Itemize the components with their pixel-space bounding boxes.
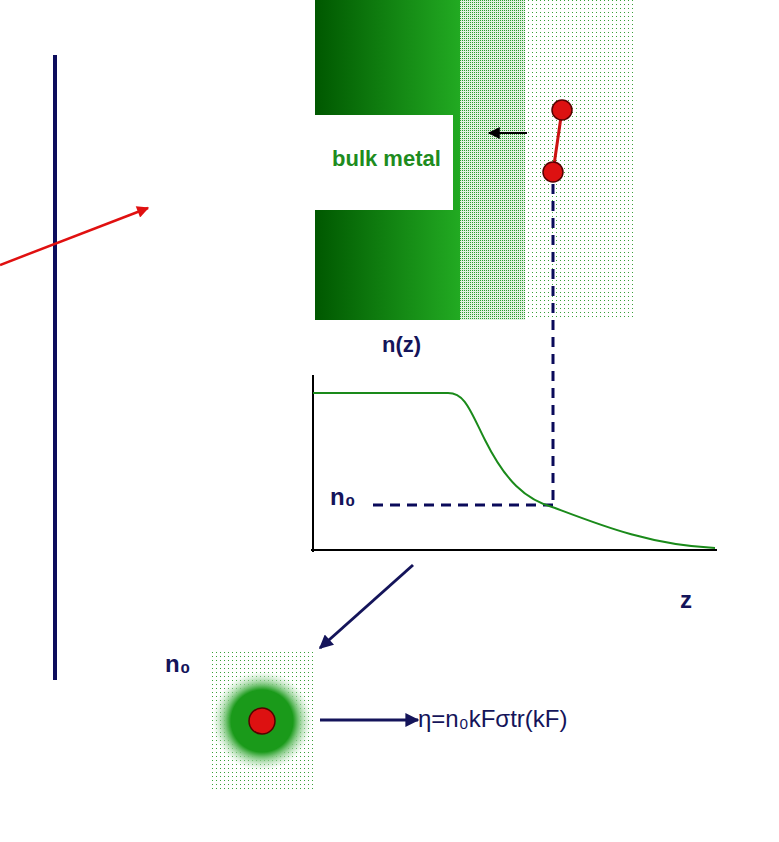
molecule-atom xyxy=(543,162,563,182)
axis-label: z xyxy=(680,586,692,614)
surface-line xyxy=(53,55,57,680)
formula-box: η=n₀kFσtr(kF) xyxy=(418,705,574,735)
guide-line xyxy=(552,184,555,505)
flow-arrow xyxy=(320,565,413,648)
metal-block xyxy=(315,0,460,320)
screening-cloud xyxy=(212,671,312,771)
region-label: bulk metal xyxy=(332,146,441,171)
formula-text: η=n₀kFσtr(kF) xyxy=(418,705,567,733)
guide-line xyxy=(372,504,553,507)
flow-arrow xyxy=(320,719,418,722)
density-label: n₀ xyxy=(165,650,190,678)
density-curve xyxy=(313,393,715,548)
electron-tail-region xyxy=(525,0,635,320)
jellium-sphere: n₀ xyxy=(160,640,320,800)
x-axis xyxy=(311,549,717,551)
value-label: n₀ xyxy=(330,483,355,511)
density-plot: n(z)n₀z xyxy=(300,330,720,565)
motion-arrow xyxy=(489,132,527,134)
impurity-atom xyxy=(249,708,275,734)
axis-label: n(z) xyxy=(382,332,421,357)
jellium-square xyxy=(210,650,315,792)
metal-notch xyxy=(315,115,453,210)
beam-arrow xyxy=(0,208,148,265)
metal-region: bulk metal xyxy=(315,0,635,320)
molecule-atom xyxy=(552,100,572,120)
electron-spill-region xyxy=(455,0,525,320)
y-axis xyxy=(312,375,314,552)
